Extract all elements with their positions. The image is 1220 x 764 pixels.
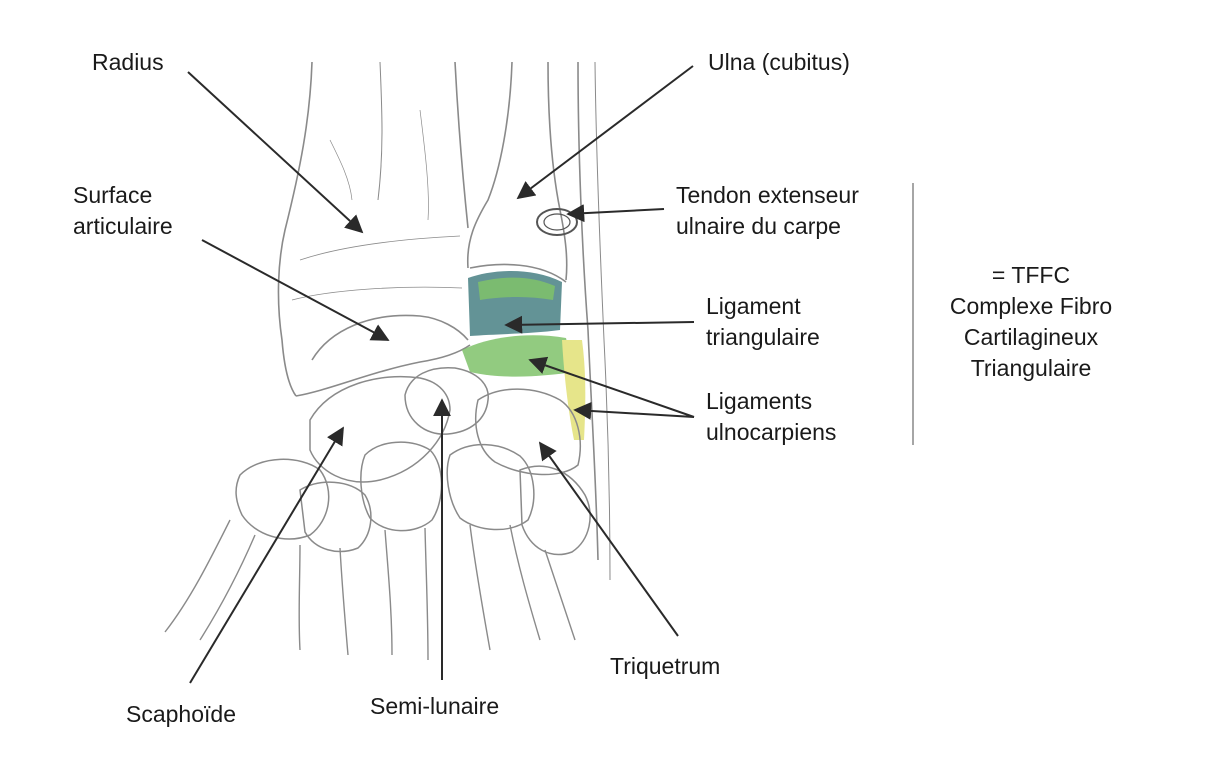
label-ulno-line2: ulnocarpiens (706, 417, 836, 448)
label-ligament-tri-line1: Ligament (706, 291, 820, 322)
label-tendon-line2: ulnaire du carpe (676, 211, 859, 242)
label-surface-line2: articulaire (73, 211, 173, 242)
label-scaphoide-text: Scaphoïde (126, 699, 236, 730)
metacarpal-bones (165, 520, 575, 660)
label-ligament-triangulaire: Ligament triangulaire (706, 291, 820, 353)
label-triquetrum-text: Triquetrum (610, 651, 720, 682)
arrow-ulno-1 (530, 360, 694, 417)
label-ulna: Ulna (cubitus) (708, 47, 850, 78)
leader-lines (188, 66, 694, 683)
label-ligaments-ulnocarpiens: Ligaments ulnocarpiens (706, 386, 836, 448)
label-tffc-line2: Complexe Fibro (928, 291, 1134, 322)
label-ligament-tri-line2: triangulaire (706, 322, 820, 353)
label-ulna-text: Ulna (cubitus) (708, 47, 850, 78)
arrow-tendon (568, 209, 664, 214)
label-tffc-line1: = TFFC (928, 260, 1134, 291)
label-ulno-line1: Ligaments (706, 386, 836, 417)
arrow-ulna (518, 66, 693, 198)
label-semi-lunaire: Semi-lunaire (370, 691, 499, 722)
label-tffc: = TFFC Complexe Fibro Cartilagineux Tria… (928, 260, 1134, 384)
label-radius: Radius (92, 47, 164, 78)
label-triquetrum: Triquetrum (610, 651, 720, 682)
ligaments-ulnocarpal (462, 335, 585, 440)
label-radius-text: Radius (92, 47, 164, 78)
label-semi-lunaire-text: Semi-lunaire (370, 691, 499, 722)
ligament-triangular (468, 271, 562, 336)
label-tffc-line3: Cartilagineux (928, 322, 1134, 353)
label-surface-articulaire: Surface articulaire (73, 180, 173, 242)
label-tendon-line1: Tendon extenseur (676, 180, 859, 211)
label-tffc-line4: Triangulaire (928, 353, 1134, 384)
label-scaphoide: Scaphoïde (126, 699, 236, 730)
carpal-bones (236, 368, 590, 555)
label-tendon-extenseur: Tendon extenseur ulnaire du carpe (676, 180, 859, 242)
radius-bone (278, 62, 470, 396)
arrow-scaphoide (190, 428, 343, 683)
label-surface-line1: Surface (73, 180, 173, 211)
